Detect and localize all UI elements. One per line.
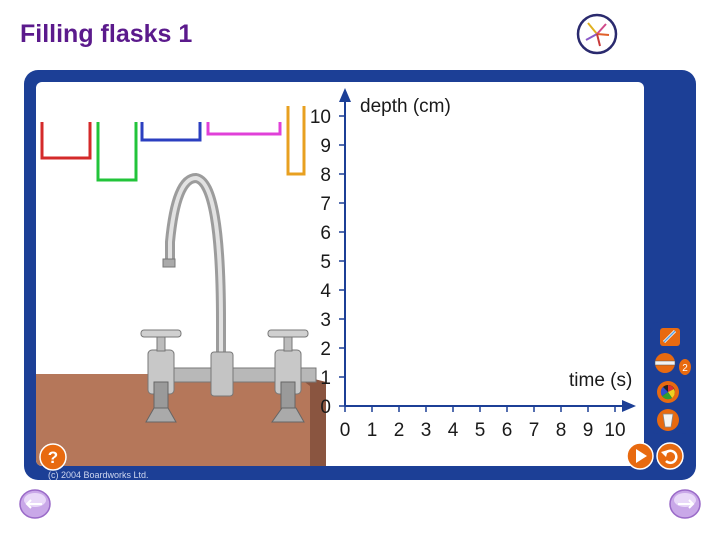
y-axis-arrow (339, 88, 351, 102)
x-tick-label: 3 (421, 420, 432, 441)
play-icon (636, 449, 647, 463)
reset-button[interactable] (656, 442, 684, 470)
magenta-flask[interactable] (206, 122, 282, 136)
y-tick-label: 0 (320, 397, 331, 418)
side-badge-label: 2 (682, 363, 688, 374)
help-button[interactable]: ? (38, 442, 68, 472)
previous-slide-button[interactable] (18, 488, 52, 520)
y-tick-label: 8 (320, 165, 331, 186)
x-tick-label: 1 (367, 420, 378, 441)
side-toolbar: 2 (650, 322, 692, 434)
x-tick-label: 9 (583, 420, 594, 441)
table-edge (294, 374, 326, 466)
y-tick-label: 10 (310, 107, 331, 128)
x-tick-label: 6 (502, 420, 513, 441)
next-slide-icon (678, 499, 695, 509)
color-wheel-icon[interactable] (656, 380, 680, 404)
copyright-text: (c) 2004 Boardworks Ltd. (48, 470, 149, 480)
tap-icon[interactable] (140, 172, 317, 423)
eraser-icon[interactable] (656, 408, 680, 432)
y-tick-label: 3 (320, 310, 331, 331)
side-badge[interactable]: 2 (678, 358, 692, 376)
red-flask[interactable] (40, 122, 92, 160)
next-slide-button[interactable] (668, 488, 702, 520)
orange-flask[interactable] (286, 106, 306, 176)
reset-icon (663, 449, 678, 465)
ruler-tool-icon[interactable] (652, 352, 678, 374)
play-button[interactable] (626, 442, 654, 470)
x-tick-label: 5 (475, 420, 486, 441)
x-tick-label: 8 (556, 420, 567, 441)
blue-flask[interactable] (140, 122, 202, 142)
x-tick-label: 7 (529, 420, 540, 441)
help-label: ? (48, 448, 58, 467)
green-flask[interactable] (96, 122, 138, 182)
x-tick-label: 2 (394, 420, 405, 441)
y-tick-label: 9 (320, 136, 331, 157)
slide-title: Filling flasks 1 (20, 20, 193, 48)
x-tick-label: 10 (604, 420, 625, 441)
y-tick-label: 6 (320, 223, 331, 244)
x-axis-label: time (s) (569, 370, 632, 391)
y-tick-label: 4 (320, 281, 331, 302)
y-tick-label: 2 (320, 339, 331, 360)
pen-tool-icon[interactable] (658, 326, 682, 348)
table-top (36, 374, 326, 466)
x-tick-label: 0 (340, 420, 351, 441)
y-axis-label: depth (cm) (360, 96, 451, 117)
boardworks-logo-icon (576, 13, 618, 55)
y-tick-label: 7 (320, 194, 331, 215)
y-tick-label: 5 (320, 252, 331, 273)
y-tick-label: 1 (320, 368, 331, 389)
x-tick-label: 4 (448, 420, 459, 441)
x-axis-arrow (622, 400, 636, 412)
previous-slide-icon (25, 499, 42, 509)
